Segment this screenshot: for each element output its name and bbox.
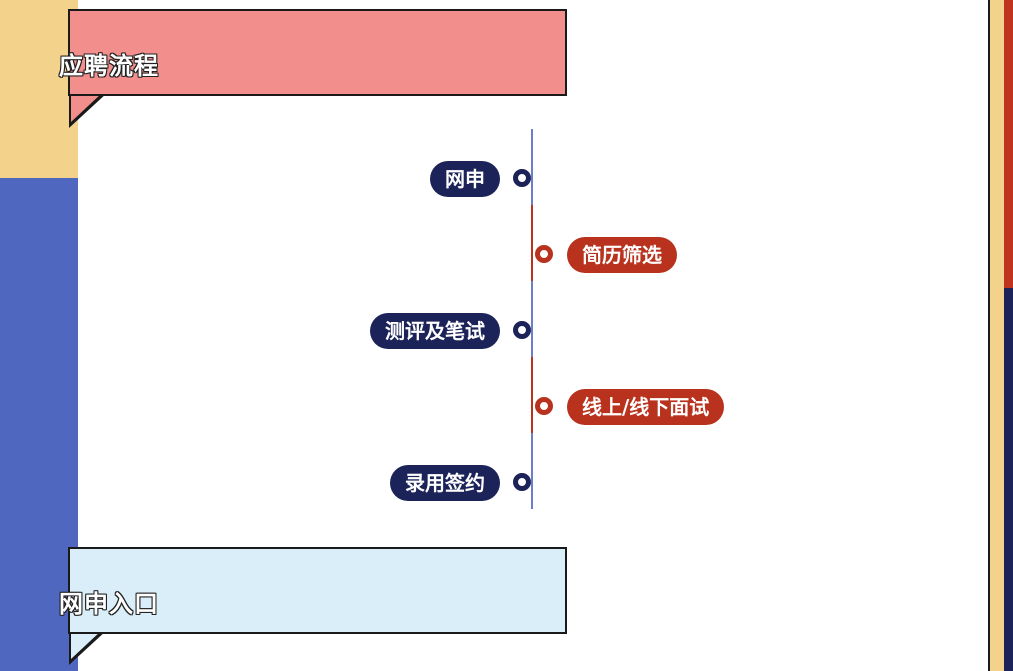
right-yellow-border xyxy=(988,0,1004,671)
left-blue-strip xyxy=(0,178,78,671)
step-5-label: 录用签约 xyxy=(390,465,500,501)
step-4-dot xyxy=(535,397,553,415)
timeline-segment xyxy=(531,129,533,205)
right-red-border xyxy=(1004,0,1013,288)
process-banner-fold-inner xyxy=(71,93,102,122)
step-3-label: 测评及笔试 xyxy=(370,313,500,349)
step-2-label: 简历筛选 xyxy=(567,237,677,273)
left-yellow-strip xyxy=(0,0,78,178)
process-title: 应聘流程 xyxy=(59,52,159,80)
timeline-segment xyxy=(531,433,533,509)
step-1-dot xyxy=(513,169,531,187)
entry-banner-fold-inner xyxy=(71,630,102,659)
step-5-dot xyxy=(513,473,531,491)
process-banner xyxy=(68,9,567,96)
timeline-segment xyxy=(531,205,533,281)
entry-title[interactable]: 网申入口 xyxy=(59,590,159,618)
right-navy-border xyxy=(1004,288,1013,671)
timeline-segment xyxy=(531,281,533,357)
step-2-dot xyxy=(535,245,553,263)
step-1-label: 网申 xyxy=(430,161,500,197)
timeline-segment xyxy=(531,357,533,433)
entry-banner[interactable] xyxy=(68,547,567,634)
step-4-label: 线上/线下面试 xyxy=(567,389,725,425)
step-3-dot xyxy=(513,321,531,339)
